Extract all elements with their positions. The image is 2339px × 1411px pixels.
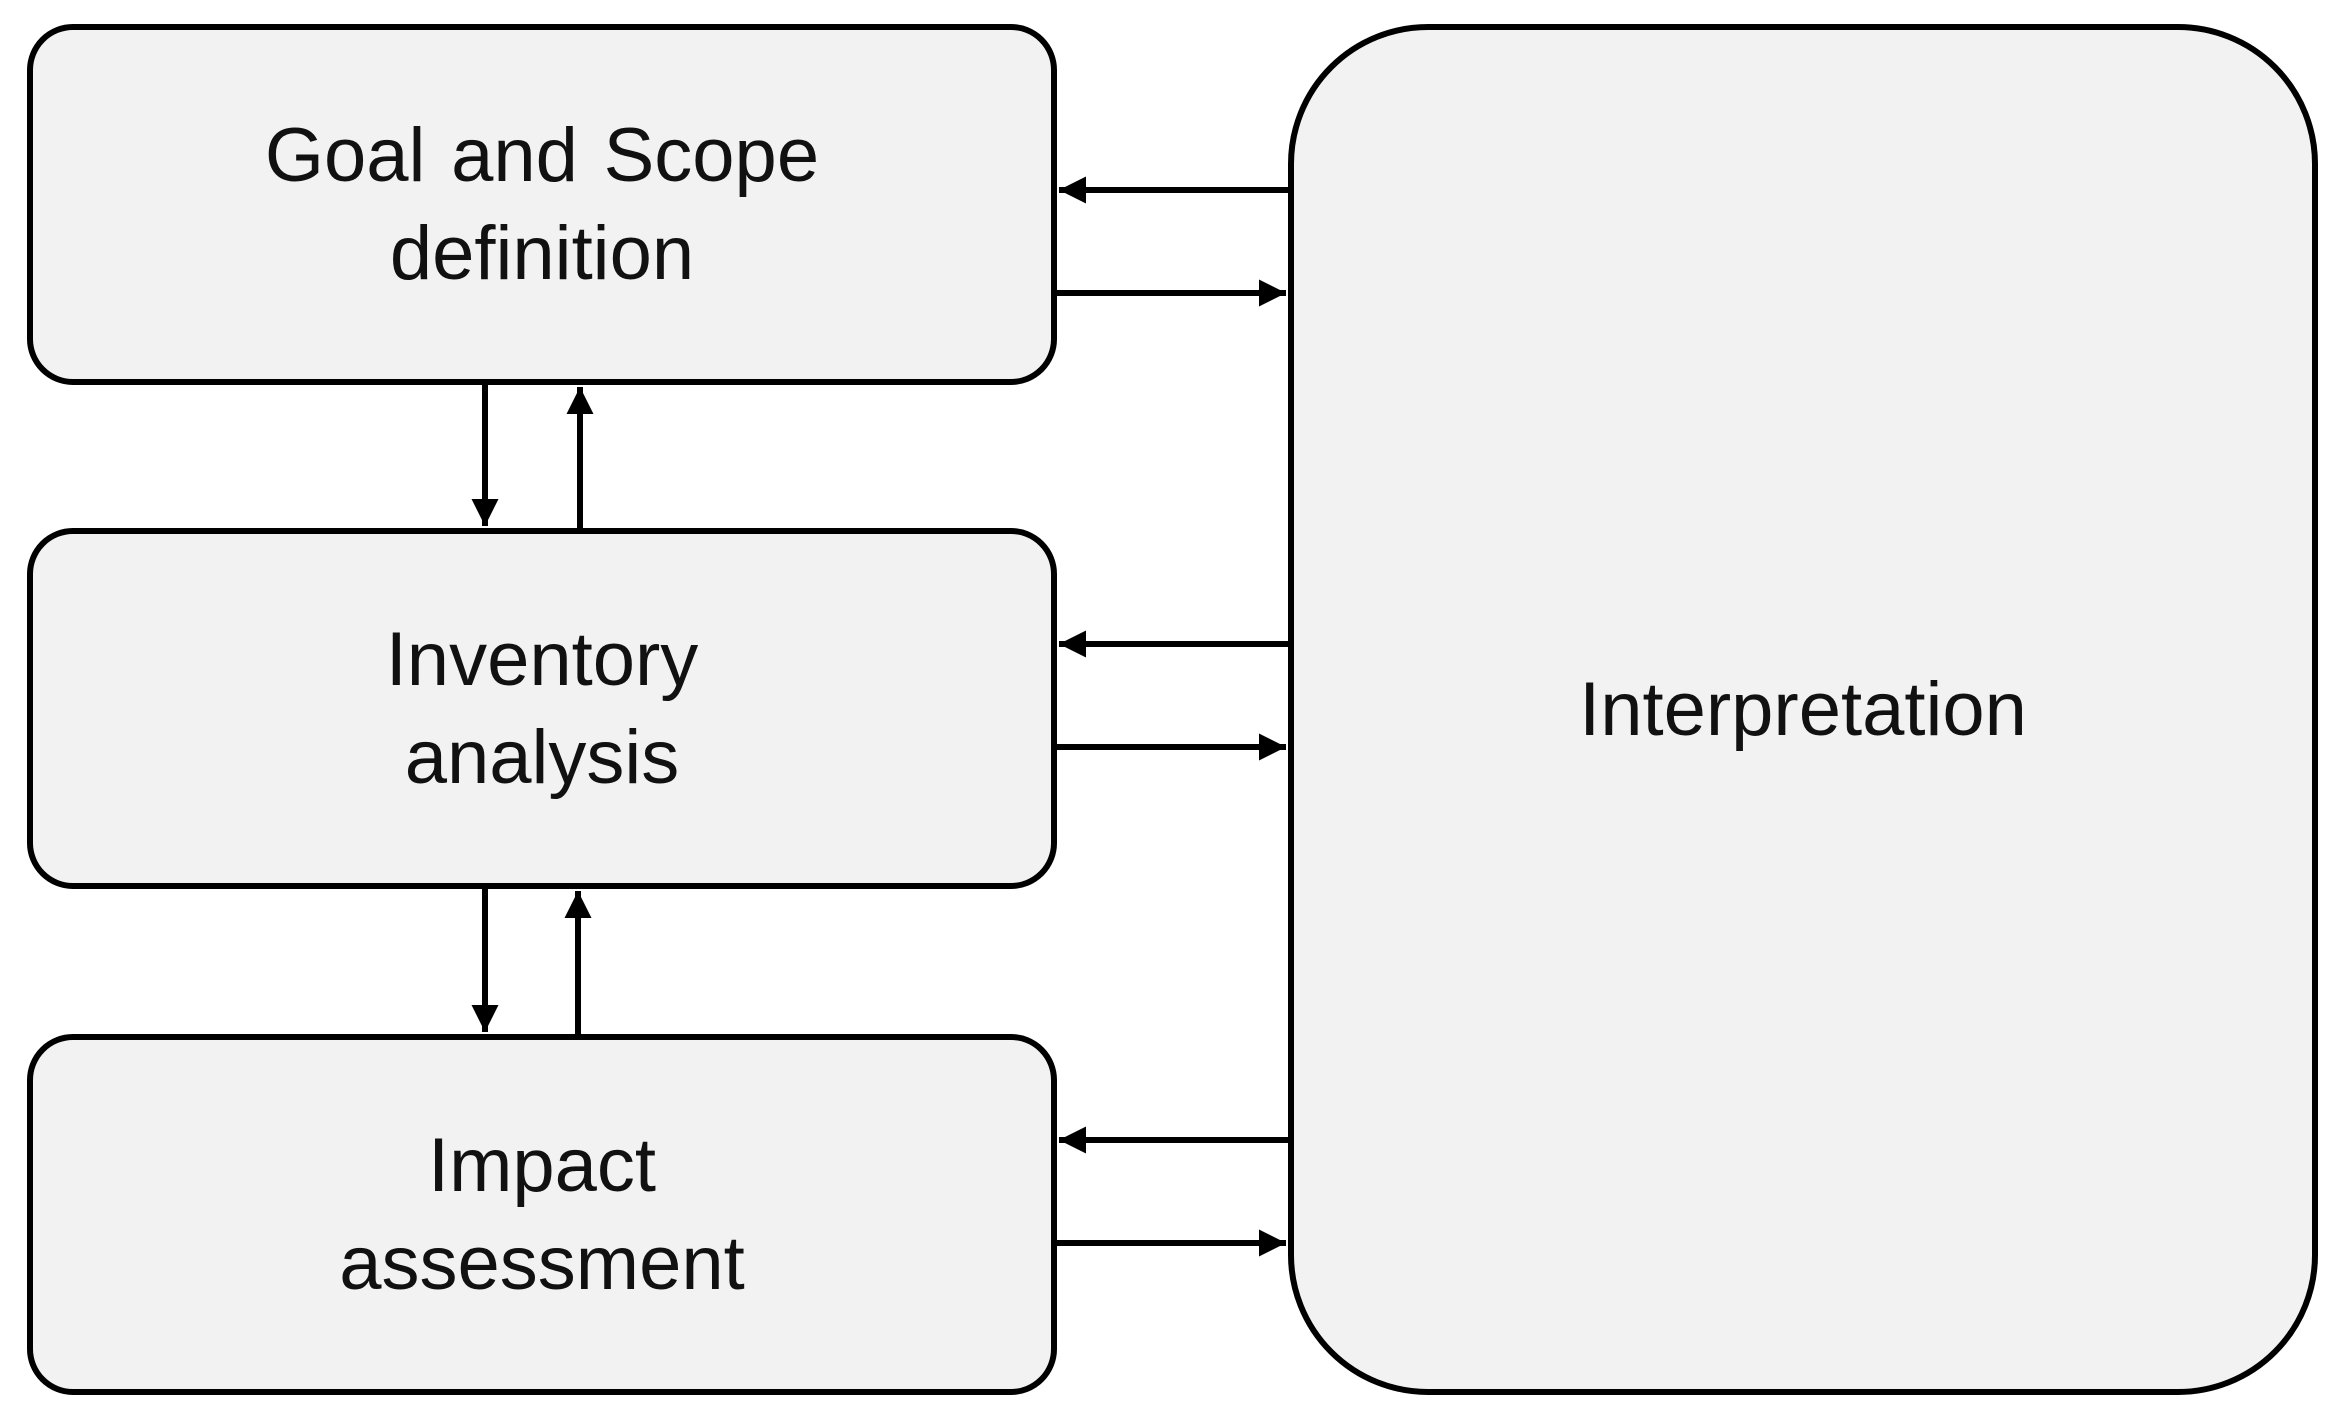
impact-assessment-box: Impact assessment: [27, 1034, 1057, 1395]
goal-and-scope-label-line1: Goal and Scope: [264, 112, 820, 198]
inventory-analysis-label-line2: analysis: [404, 714, 680, 800]
inventory-analysis-box: Inventory analysis: [27, 528, 1057, 889]
interpretation-box: Interpretation: [1288, 24, 2318, 1395]
impact-assessment-label-line2: assessment: [339, 1220, 745, 1306]
goal-and-scope-box: Goal and Scope definition: [27, 24, 1057, 385]
impact-assessment-label-line1: Impact: [427, 1122, 657, 1208]
inventory-analysis-label-line1: Inventory: [385, 616, 699, 702]
goal-and-scope-label-line2: definition: [389, 210, 695, 296]
interpretation-label: Interpretation: [1579, 666, 2027, 752]
